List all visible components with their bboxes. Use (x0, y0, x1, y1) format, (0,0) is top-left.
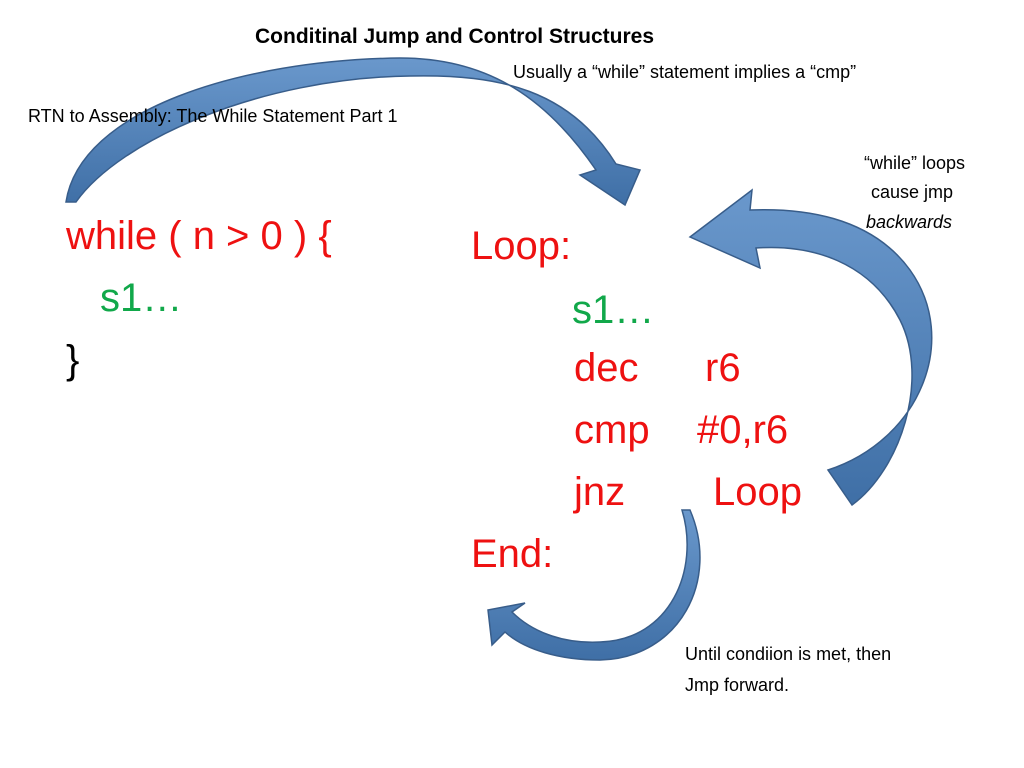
forward-arrow-icon (487, 509, 701, 661)
asm-dec-arg: r6 (705, 346, 741, 390)
forward-note-line2: Jmp forward. (685, 675, 790, 695)
asm-s1-line: s1… (572, 288, 655, 332)
while-cmp-note: Usually a “while” statement implies a “c… (513, 62, 857, 82)
asm-jnz-op: jnz (574, 470, 626, 514)
loop-note-line1: “while” loops (864, 153, 966, 173)
asm-dec-op: dec (574, 346, 639, 390)
asm-jnz-arg: Loop (713, 470, 802, 514)
asm-end-label: End: (471, 532, 554, 576)
loop-back-arrow-icon (688, 188, 933, 507)
top-curved-arrow-icon (65, 57, 642, 207)
slide-title: Conditinal Jump and Control Structures (255, 25, 655, 48)
asm-cmp-arg: #0,r6 (697, 408, 789, 452)
rtn-close-brace: } (66, 338, 80, 382)
loop-note-line2: cause jmp (871, 182, 954, 202)
asm-cmp-op: cmp (574, 408, 650, 452)
asm-loop-label: Loop: (471, 224, 572, 268)
rtn-while-line: while ( n > 0 ) { (66, 214, 332, 258)
loop-note-line3: backwards (866, 212, 953, 232)
forward-note-line1: Until condiion is met, then (685, 644, 892, 664)
slide-heading: RTN to Assembly: The While Statement Par… (28, 106, 398, 126)
rtn-s1-line: s1… (100, 276, 183, 320)
